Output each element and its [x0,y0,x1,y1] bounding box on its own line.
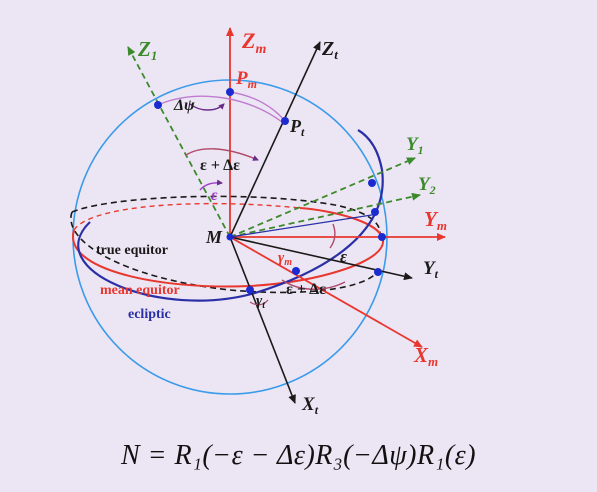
label-xt: Xt [301,394,319,417]
label-z1: Z1 [137,37,157,63]
label-y1: Y1 [406,134,424,157]
nutation-matrix-formula: N = R₁(−ε − Δε)R₃(−Δψ)R₁(ε) [120,440,477,471]
label-m: M [205,227,223,247]
node-pm [226,88,234,96]
ecliptic-node-line [229,213,379,238]
mean-equator-back [73,202,301,231]
xm-axis [229,236,423,348]
eps-deps-arc-top [185,148,259,161]
label-ym: Ym [424,207,447,233]
label-zm: Zm [241,28,266,57]
y1-axis [229,157,416,238]
label-true-equator: true equitor [96,243,168,258]
node-pt [281,117,289,125]
mean-equator [72,207,385,288]
node-m [226,233,234,241]
node-gamma-m [292,267,300,275]
label-eps-right: ε [340,247,347,266]
y2-axis [229,192,421,238]
eps-deps-arc-bottom [281,279,346,290]
delta-psi-indicator [189,103,225,111]
delta-psi-arc [159,95,283,123]
label-mean-equator: mean equitor [100,283,180,298]
gamma-t-arc [249,299,269,306]
label-eps-deps-top: ε + Δε [200,157,240,174]
eps-arc-right [329,223,336,249]
label-yt: Yt [423,258,439,281]
z1-axis [127,46,231,238]
node-y2 [371,208,379,216]
pm-pt-arc [229,91,286,122]
xt-axis [229,236,296,404]
yt-axis [229,236,413,281]
label-pt: Pt [289,116,305,139]
node-z1-sphere [154,101,162,109]
true-equator-back [71,195,381,241]
label-zt: Zt [321,38,338,62]
label-xm: Xm [413,343,438,369]
label-y2: Y2 [418,174,436,197]
label-eps-deps-bottom: ε + Δε [286,281,326,298]
label-pm: Pm [235,68,257,91]
label-gamma-t: γt [256,293,266,311]
label-eps-top: ε [211,187,218,204]
node-yt [374,268,382,276]
node-gamma-t [246,286,254,294]
eps-arc-top [199,179,223,191]
zt-axis [229,41,321,238]
label-gamma-m: γm [278,250,292,268]
node-y1 [368,179,376,187]
node-ym [378,233,386,241]
label-ecliptic: ecliptic [128,307,171,322]
ecliptic-curve [77,129,384,302]
label-delta-psi: Δψ [173,97,195,114]
